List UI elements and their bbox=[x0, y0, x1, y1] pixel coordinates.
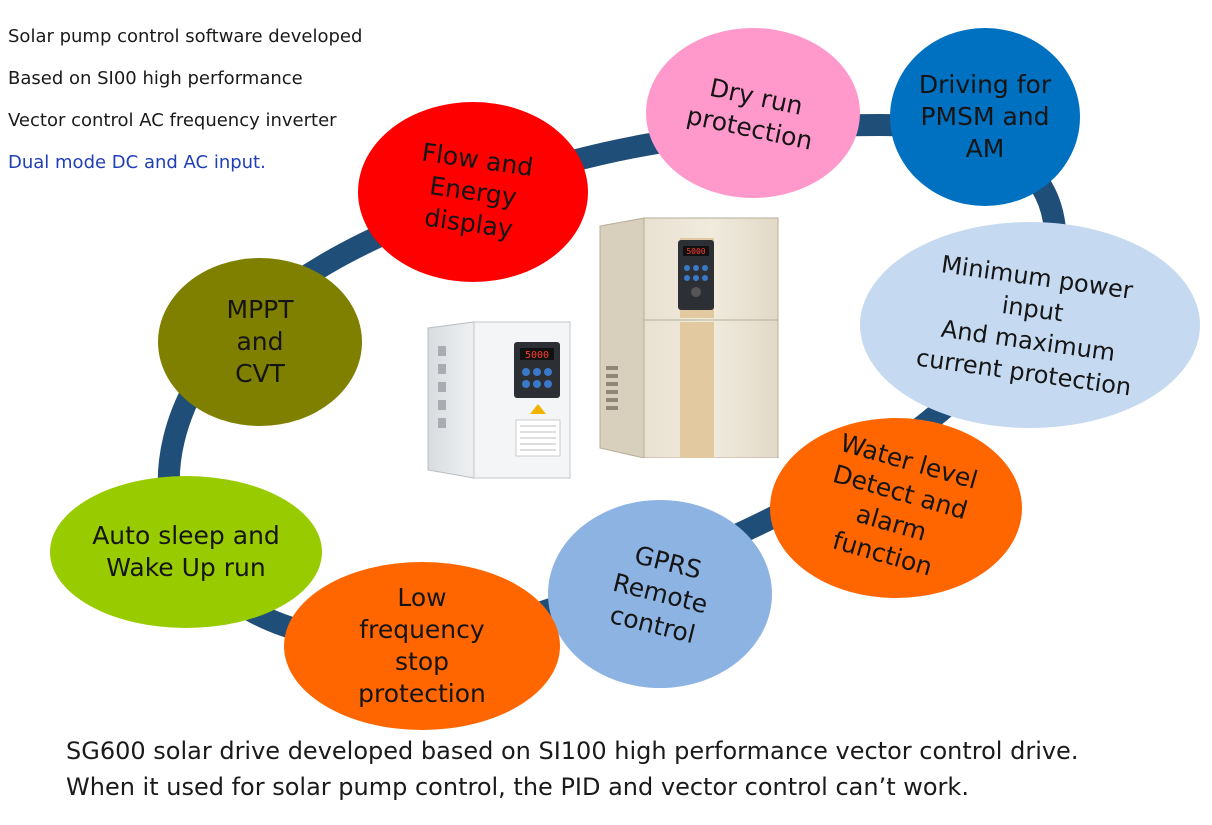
caption: SG600 solar drive developed based on SI1… bbox=[66, 733, 1078, 805]
large-inverter-image: 5000 bbox=[599, 217, 779, 458]
intro-line-1: Solar pump control software developed bbox=[8, 26, 363, 47]
intro-line-2: Based on SI00 high performance bbox=[8, 68, 303, 89]
feature-driving-label: Driving for PMSM and AM bbox=[918, 70, 1052, 163]
feature-minpower-label: Minimum power input And maximum current … bbox=[914, 250, 1135, 402]
small-inverter-image: 5000 bbox=[427, 321, 571, 479]
caption-line-1: SG600 solar drive developed based on SI1… bbox=[66, 737, 1079, 765]
feature-lowfreq-label: Low frequency stop protection bbox=[358, 583, 486, 708]
feature-gprs-remote-control: GPRS Remote control bbox=[548, 500, 772, 688]
intro-line-4: Dual mode DC and AC input. bbox=[8, 152, 266, 173]
small-inverter-display: 5000 bbox=[525, 350, 549, 361]
feature-dry-run-protection: Dry run protection bbox=[646, 28, 860, 198]
feature-flow-energy-display: Flow and Energy display bbox=[358, 102, 588, 282]
intro-line-3: Vector control AC frequency inverter bbox=[8, 110, 337, 131]
feature-mppt-label: MPPT and CVT bbox=[226, 295, 294, 388]
feature-low-frequency-stop: Low frequency stop protection bbox=[284, 562, 560, 730]
feature-water-level-detect: Water level Detect and alarm function bbox=[770, 418, 1022, 598]
feature-dry-label: Dry run protection bbox=[684, 72, 816, 156]
feature-gprs-label: GPRS Remote control bbox=[606, 540, 711, 650]
feature-mppt-cvt: MPPT and CVT bbox=[158, 258, 362, 426]
feature-autosleep-label: Auto sleep and Wake Up run bbox=[92, 521, 280, 582]
large-inverter-display: 5000 bbox=[686, 247, 705, 256]
feature-water-label: Water level Detect and alarm function bbox=[829, 427, 982, 582]
feature-flow-label: Flow and Energy display bbox=[420, 137, 536, 244]
feature-minimum-power-input: Minimum power input And maximum current … bbox=[860, 222, 1200, 428]
feature-auto-sleep-wake-up: Auto sleep and Wake Up run bbox=[50, 476, 322, 628]
caption-line-2: When it used for solar pump control, the… bbox=[66, 773, 969, 801]
intro-text: Solar pump control software developed Ba… bbox=[8, 16, 362, 184]
feature-driving-pmsm-am: Driving for PMSM and AM bbox=[890, 28, 1080, 206]
